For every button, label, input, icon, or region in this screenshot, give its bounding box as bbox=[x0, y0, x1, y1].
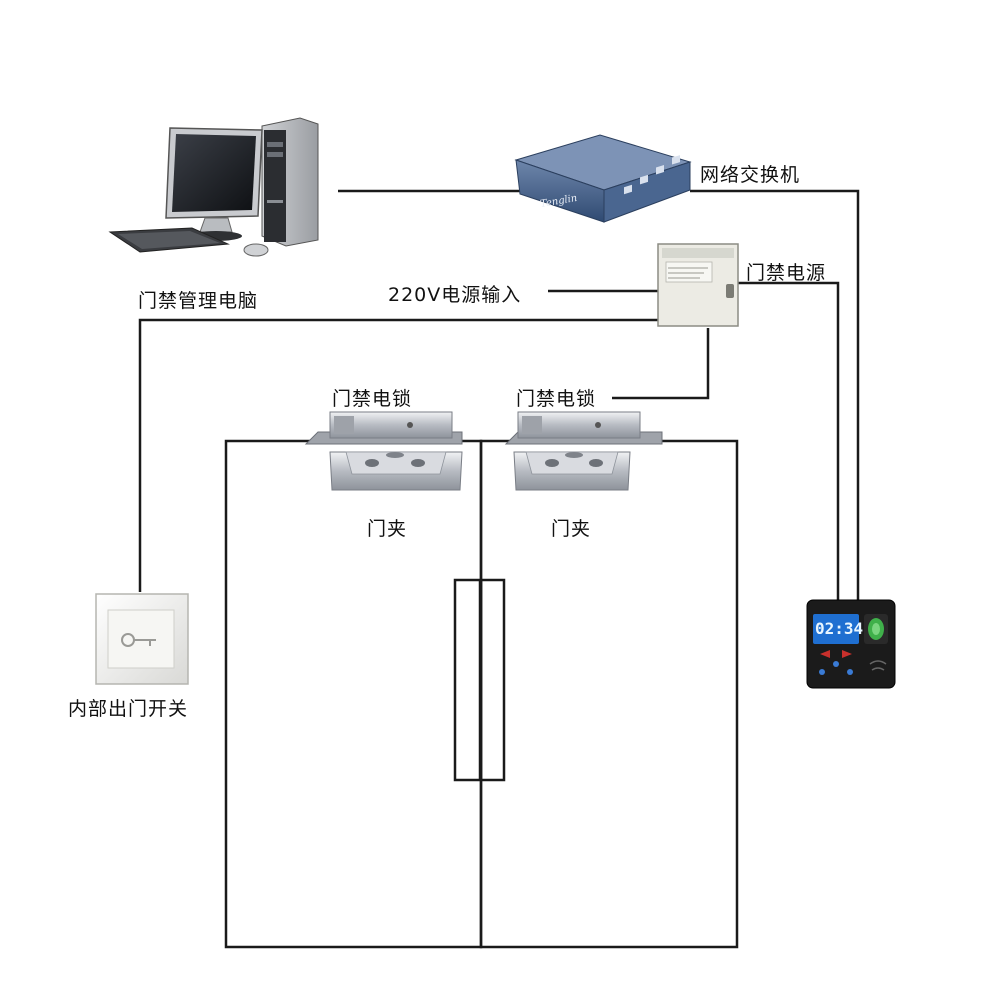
fingerprint-reader-icon bbox=[806, 599, 896, 689]
door-clamp-right-icon bbox=[513, 451, 631, 491]
label-power-input: 220V电源输入 bbox=[388, 284, 522, 306]
label-power-supply: 门禁电源 bbox=[746, 262, 827, 284]
label-lock-right: 门禁电锁 bbox=[516, 388, 597, 410]
door-right bbox=[479, 439, 739, 949]
label-network-switch: 网络交换机 bbox=[700, 164, 801, 186]
wire-power-to-reader bbox=[738, 281, 840, 600]
label-lock-left: 门禁电锁 bbox=[332, 388, 413, 410]
double-door bbox=[224, 439, 739, 949]
power-supply-icon bbox=[657, 243, 739, 327]
exit-switch-icon bbox=[95, 593, 189, 685]
door-left bbox=[224, 439, 483, 949]
electric-lock-right-icon bbox=[504, 411, 663, 445]
label-exit-switch: 内部出门开关 bbox=[68, 698, 189, 720]
computer-icon bbox=[108, 117, 319, 257]
label-computer: 门禁管理电脑 bbox=[138, 290, 259, 312]
door-handle-right bbox=[479, 578, 506, 782]
reader-time-display: 02:34 bbox=[815, 619, 864, 638]
door-clamp-left-icon bbox=[329, 451, 463, 491]
wire-power-to-exit-switch bbox=[138, 318, 658, 592]
wire-switch-to-reader bbox=[690, 189, 860, 600]
wiring bbox=[138, 189, 860, 600]
wire-power-to-locks bbox=[612, 328, 710, 400]
electric-lock-left-icon bbox=[304, 411, 463, 445]
label-clamp-right: 门夹 bbox=[551, 518, 592, 540]
label-clamp-left: 门夹 bbox=[367, 518, 408, 540]
network-switch-icon bbox=[514, 134, 692, 223]
door-handle-left bbox=[453, 578, 482, 782]
